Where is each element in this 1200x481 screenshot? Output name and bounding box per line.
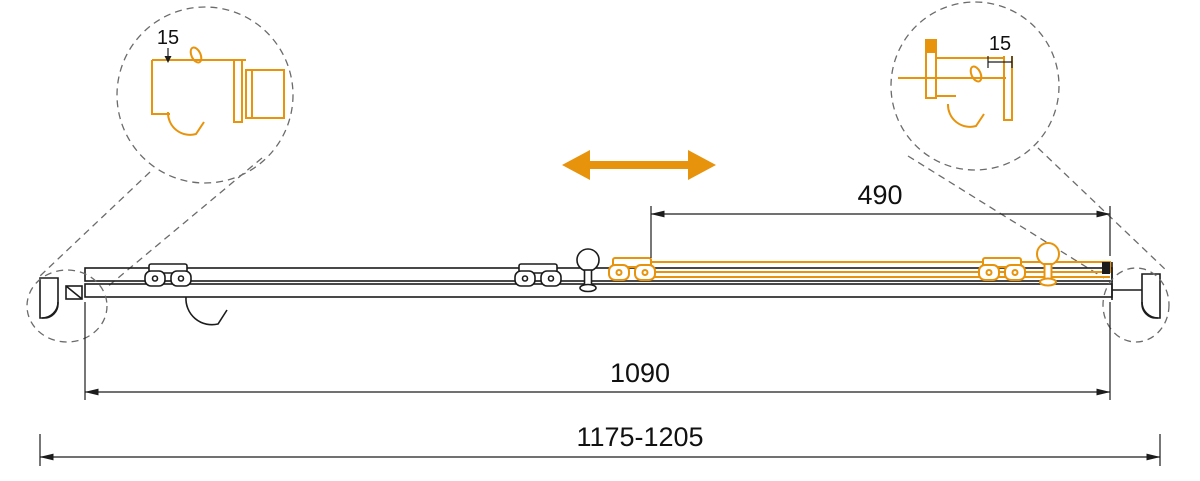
left-detail-dimension: 15 [157,27,179,63]
leader-line [907,155,1105,279]
screw-slot [189,46,203,64]
right-detail-callout: 15 [890,1,1060,171]
leader-line [39,171,151,277]
right-detail-dimension: 15 [987,33,1013,68]
dim-overall-label: 1175-1205 [576,422,703,452]
water-deflector-hook [185,296,228,326]
top-rail-profile [84,267,1113,282]
door-knob [1036,242,1060,287]
door-knob [576,248,600,293]
dim-arrow [164,56,172,63]
dim-overall: 1175-1205 [39,422,1161,466]
right-detail-profile [898,39,1013,128]
left-detail-circle [116,6,294,184]
lower-rail-profile [84,283,1113,298]
dim-490: 490 [650,180,1111,258]
left-end-callout-ellipse [26,269,108,343]
screw-slot [969,65,983,83]
sliding-door-assembly [608,242,1111,287]
door-end-stop-right [1102,262,1110,274]
right-detail-circle [890,1,1060,171]
dim-15-right-label: 15 [989,33,1011,55]
left-wall-profile-arc [41,301,59,319]
roller-assembly [144,263,192,287]
detail-leader-lines [39,147,1169,289]
right-end-callout-ellipse [1102,267,1170,343]
double-arrow-icon [562,150,716,180]
door-rail-profile [639,261,1111,273]
magnet-strip [926,40,936,53]
dim-1090: 1090 [84,302,1111,400]
dim-490-label: 490 [857,180,902,210]
detail-hook [166,111,205,136]
end-callout-ellipses [26,267,1170,343]
roller-assembly [514,263,562,287]
dim-1090-label: 1090 [610,358,670,388]
roller-assembly [608,257,656,281]
left-wall-bracket-diagonal [65,285,83,300]
left-detail-callout: 15 [116,6,294,184]
right-wall-profile-arc [1141,301,1159,319]
detail-hook [946,103,985,128]
leader-line [1037,147,1169,273]
dim-15-left-label: 15 [157,27,179,49]
left-detail-profile [151,46,285,136]
left-wall-bracket [65,285,83,300]
glass-panel-edge [245,69,285,119]
leader-line [105,157,263,289]
rail-assembly [39,248,1161,326]
